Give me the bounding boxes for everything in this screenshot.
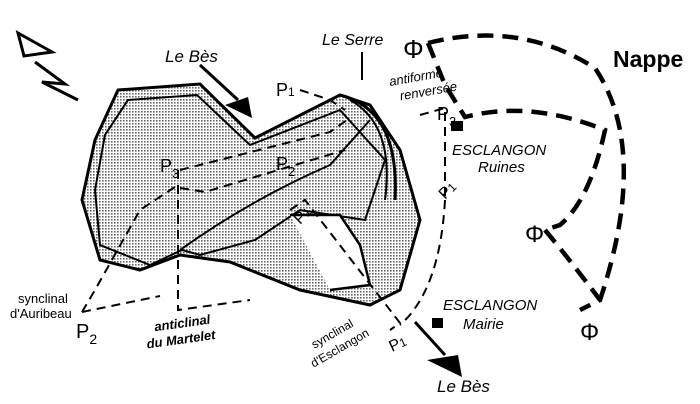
axial-planes [81,89,446,331]
north-arrow-icon [15,29,79,102]
nappe-boundary [425,33,626,313]
plane-label-p1: P1 [387,333,410,356]
plane-label-p1: P1 [276,80,295,100]
phi-symbol: Φ [580,319,599,346]
village-marker-ruines [451,121,463,131]
label-esclangon-ruines: ESCLANGON [452,142,546,159]
plane-label-p1: P1 [436,178,461,203]
label-nappe: Nappe [613,46,683,72]
plane-label-p2: P2 [276,154,295,179]
phi-symbol: Φ [525,221,544,248]
village-marker-mairie [432,318,443,328]
label-le-serre: Le Serre [322,32,383,49]
label-le-bes-bottom: Le Bès [437,377,490,396]
phi-symbol: Φ [403,34,424,64]
label-esclangon-mairie: ESCLANGON [443,297,537,314]
label-ruines: Ruines [478,159,525,176]
label-synclinal-auribeau: synclinal [18,291,68,306]
plane-label-p2: P2 [76,321,97,347]
arrow-le-bes-top [198,63,252,118]
plane-label-p3: P3 [437,104,456,129]
label-mairie: Mairie [463,316,504,333]
label-le-bes-top: Le Bès [165,47,218,66]
label-dauribeau: d'Auribeau [10,306,72,321]
folded-layer [80,82,422,307]
arrow-le-bes-bottom [413,320,462,377]
plane-label-p3: P3 [160,156,179,181]
